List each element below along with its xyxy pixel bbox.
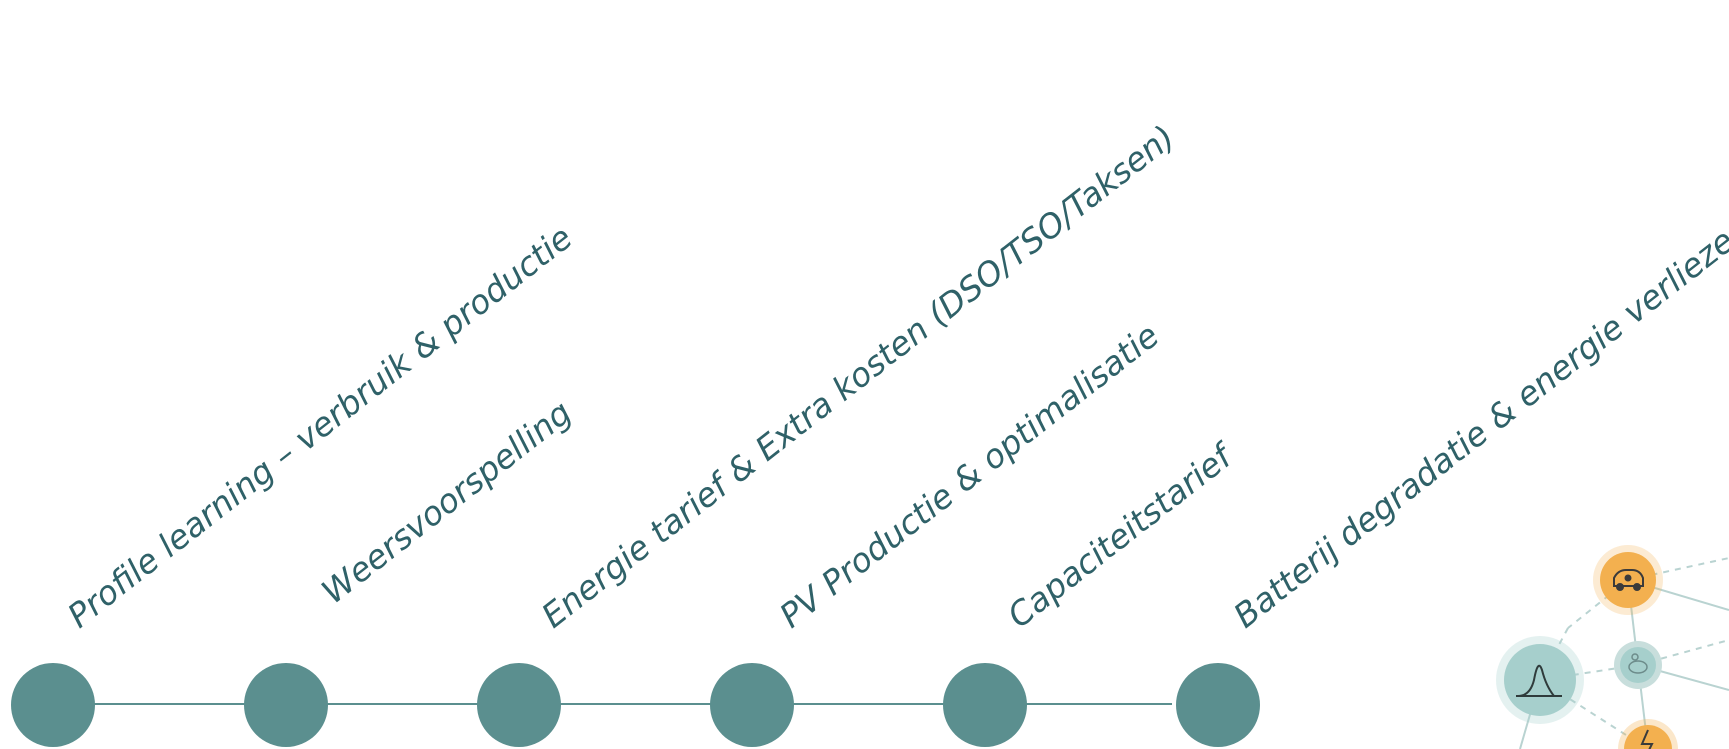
timeline-node-capaciteitstarief xyxy=(943,663,1027,747)
piggy-bank-icon xyxy=(1628,653,1648,674)
bell-curve-node xyxy=(1496,636,1584,724)
piggy-bank-node xyxy=(1614,641,1662,689)
timeline-node-batterij xyxy=(1176,663,1260,747)
bolt-node xyxy=(1618,719,1678,749)
car-node xyxy=(1593,545,1663,615)
timeline-label-capaciteitstarief: Capaciteitstarief xyxy=(1000,437,1239,636)
timeline-node-energie-tarief xyxy=(477,663,561,747)
timeline-label-weersvoorspelling: Weersvoorspelling xyxy=(314,392,579,612)
timeline-label-profile-learning: Profile learning – verbruik & productie xyxy=(60,217,580,636)
network-graphic xyxy=(1496,545,1729,749)
timeline-node-pv-productie xyxy=(710,663,794,747)
bell-curve-icon xyxy=(1516,664,1562,697)
timeline-node-profile-learning xyxy=(11,663,95,747)
timeline-label-pv-productie: PV Productie & optimalisatie xyxy=(772,315,1167,636)
car-icon xyxy=(1613,569,1644,591)
bolt-icon xyxy=(1640,729,1654,749)
timeline-line xyxy=(52,703,1172,705)
timeline-node-weersvoorspelling xyxy=(244,663,328,747)
